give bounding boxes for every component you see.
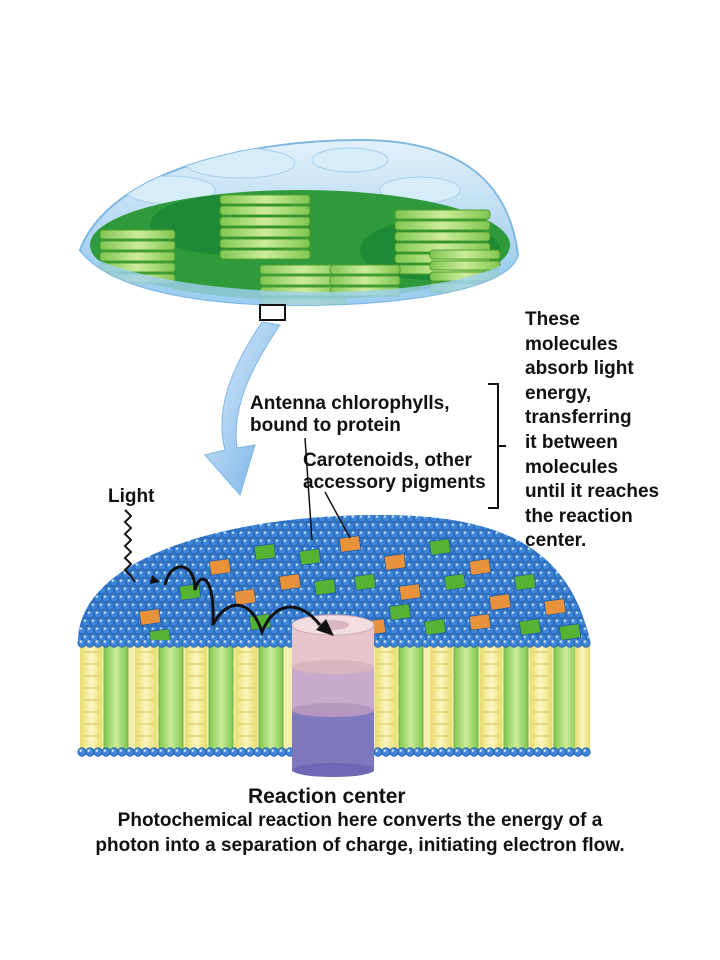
side-note-line: molecules [525,333,618,355]
label-carotenoids: Carotenoids, other accessory pigments [303,450,486,494]
reaction-center-complex [291,614,375,777]
side-note-line: the reaction [525,505,633,527]
label-antenna-line2: bound to protein [250,415,401,436]
side-note-line: energy, [525,382,592,404]
label-carotenoids-line2: accessory pigments [303,472,486,493]
label-antenna-chlorophylls: Antenna chlorophylls, bound to protein [250,393,450,437]
side-note-line: it between [525,431,618,453]
caption-line2: photon into a separation of charge, init… [95,835,625,856]
label-reaction-center: Reaction center [248,785,406,808]
light-ray [123,509,136,583]
side-note-line: molecules [525,456,618,478]
energy-transfer-arrows [163,565,322,637]
carotenoid-pointer [324,491,351,539]
label-carotenoids-line1: Carotenoids, other [303,450,472,471]
side-note-line: absorb light [525,358,634,380]
caption: Photochemical reaction here converts the… [0,808,720,858]
chloroplast [78,138,520,321]
bracket [488,383,506,509]
magnification-box [259,304,286,321]
label-light: Light [108,486,155,507]
side-note: These molecules absorb light energy, tra… [525,308,659,554]
side-note-line: These [525,309,580,330]
antenna-pointer [304,437,313,541]
caption-line1: Photochemical reaction here converts the… [117,810,603,831]
side-note-line: transferring [525,407,632,429]
zoom-arrow [204,321,281,497]
side-note-line: center. [525,530,587,552]
label-antenna-line1: Antenna chlorophylls, [250,393,450,414]
side-note-line: until it reaches [525,481,660,503]
